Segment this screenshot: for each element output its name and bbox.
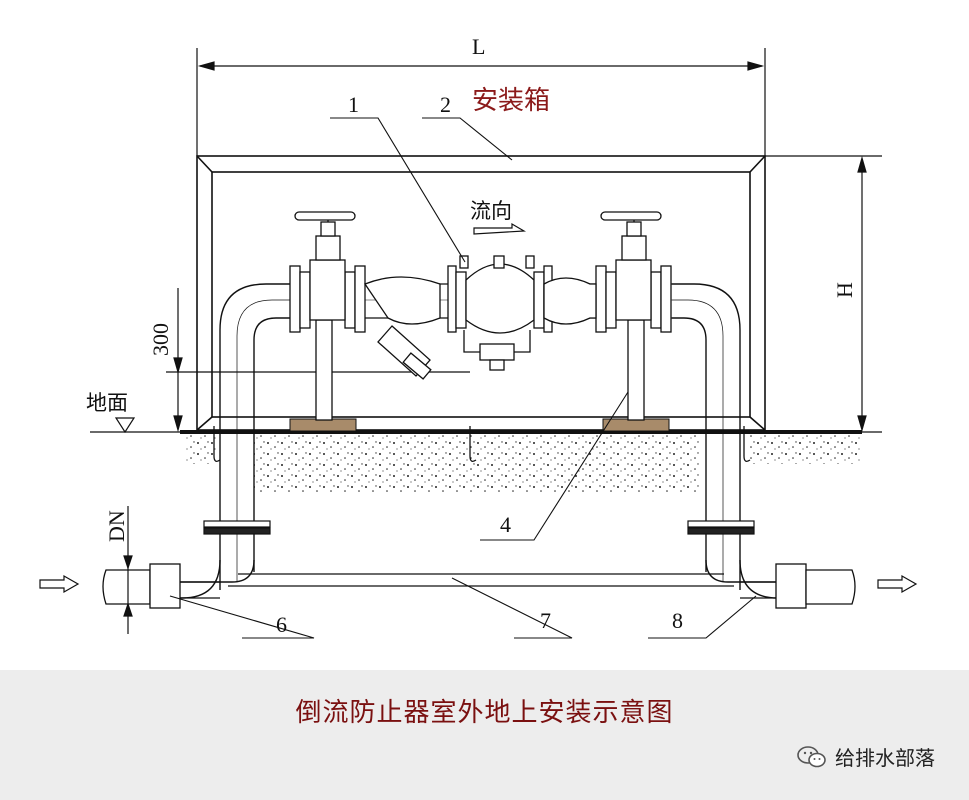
soil-hatch-right: [750, 434, 860, 464]
y-strainer: [364, 276, 441, 380]
ground-symbol: [114, 417, 136, 434]
dn-dimension: [123, 506, 133, 634]
inlet-arrow-icon: [39, 574, 80, 594]
gate-valve-left: [289, 211, 366, 333]
height-label: H: [832, 282, 857, 298]
depth-label: 300: [148, 323, 173, 356]
support-posts: [315, 319, 645, 421]
figure-caption: 倒流防止器室外地上安装示意图: [295, 698, 674, 728]
soil-hatch-left: [186, 434, 216, 464]
callout-1: 1: [348, 92, 359, 117]
callout-8: 8: [672, 608, 683, 633]
ground-label: 地面: [86, 391, 128, 415]
length-dimension: [196, 48, 766, 156]
inlet-stub: [102, 563, 220, 609]
lower-flanges: [203, 520, 755, 535]
callout-4: 4: [500, 512, 511, 537]
drain-pipe: [228, 573, 734, 587]
base-plate-right: [602, 418, 670, 432]
anchor-bolts: [213, 426, 751, 462]
outlet-stub: [740, 563, 856, 609]
flow-arrow-icon: [473, 222, 527, 235]
leader-lines: [169, 117, 757, 639]
dn-label: DN: [104, 510, 129, 542]
soil-hatch: [254, 434, 700, 492]
backflow-preventer: [447, 255, 597, 371]
length-label: L: [472, 34, 485, 59]
install-box-title: 安装箱: [472, 86, 550, 116]
gate-valve-right: [595, 211, 672, 333]
callout-7: 7: [540, 608, 551, 633]
wechat-icon: [797, 745, 826, 767]
callout-2: 2: [440, 92, 451, 117]
caption-band: [0, 670, 969, 800]
installation-drawing: L H 300 安装箱 地面: [39, 34, 918, 639]
watermark: 给排水部落: [797, 742, 935, 771]
callout-6: 6: [276, 612, 287, 637]
watermark-text: 给排水部落: [835, 746, 935, 770]
outlet-arrow-icon: [877, 574, 918, 594]
base-plate-left: [289, 418, 357, 432]
height-dimension: [765, 155, 882, 433]
flow-direction-label: 流向: [470, 199, 512, 223]
